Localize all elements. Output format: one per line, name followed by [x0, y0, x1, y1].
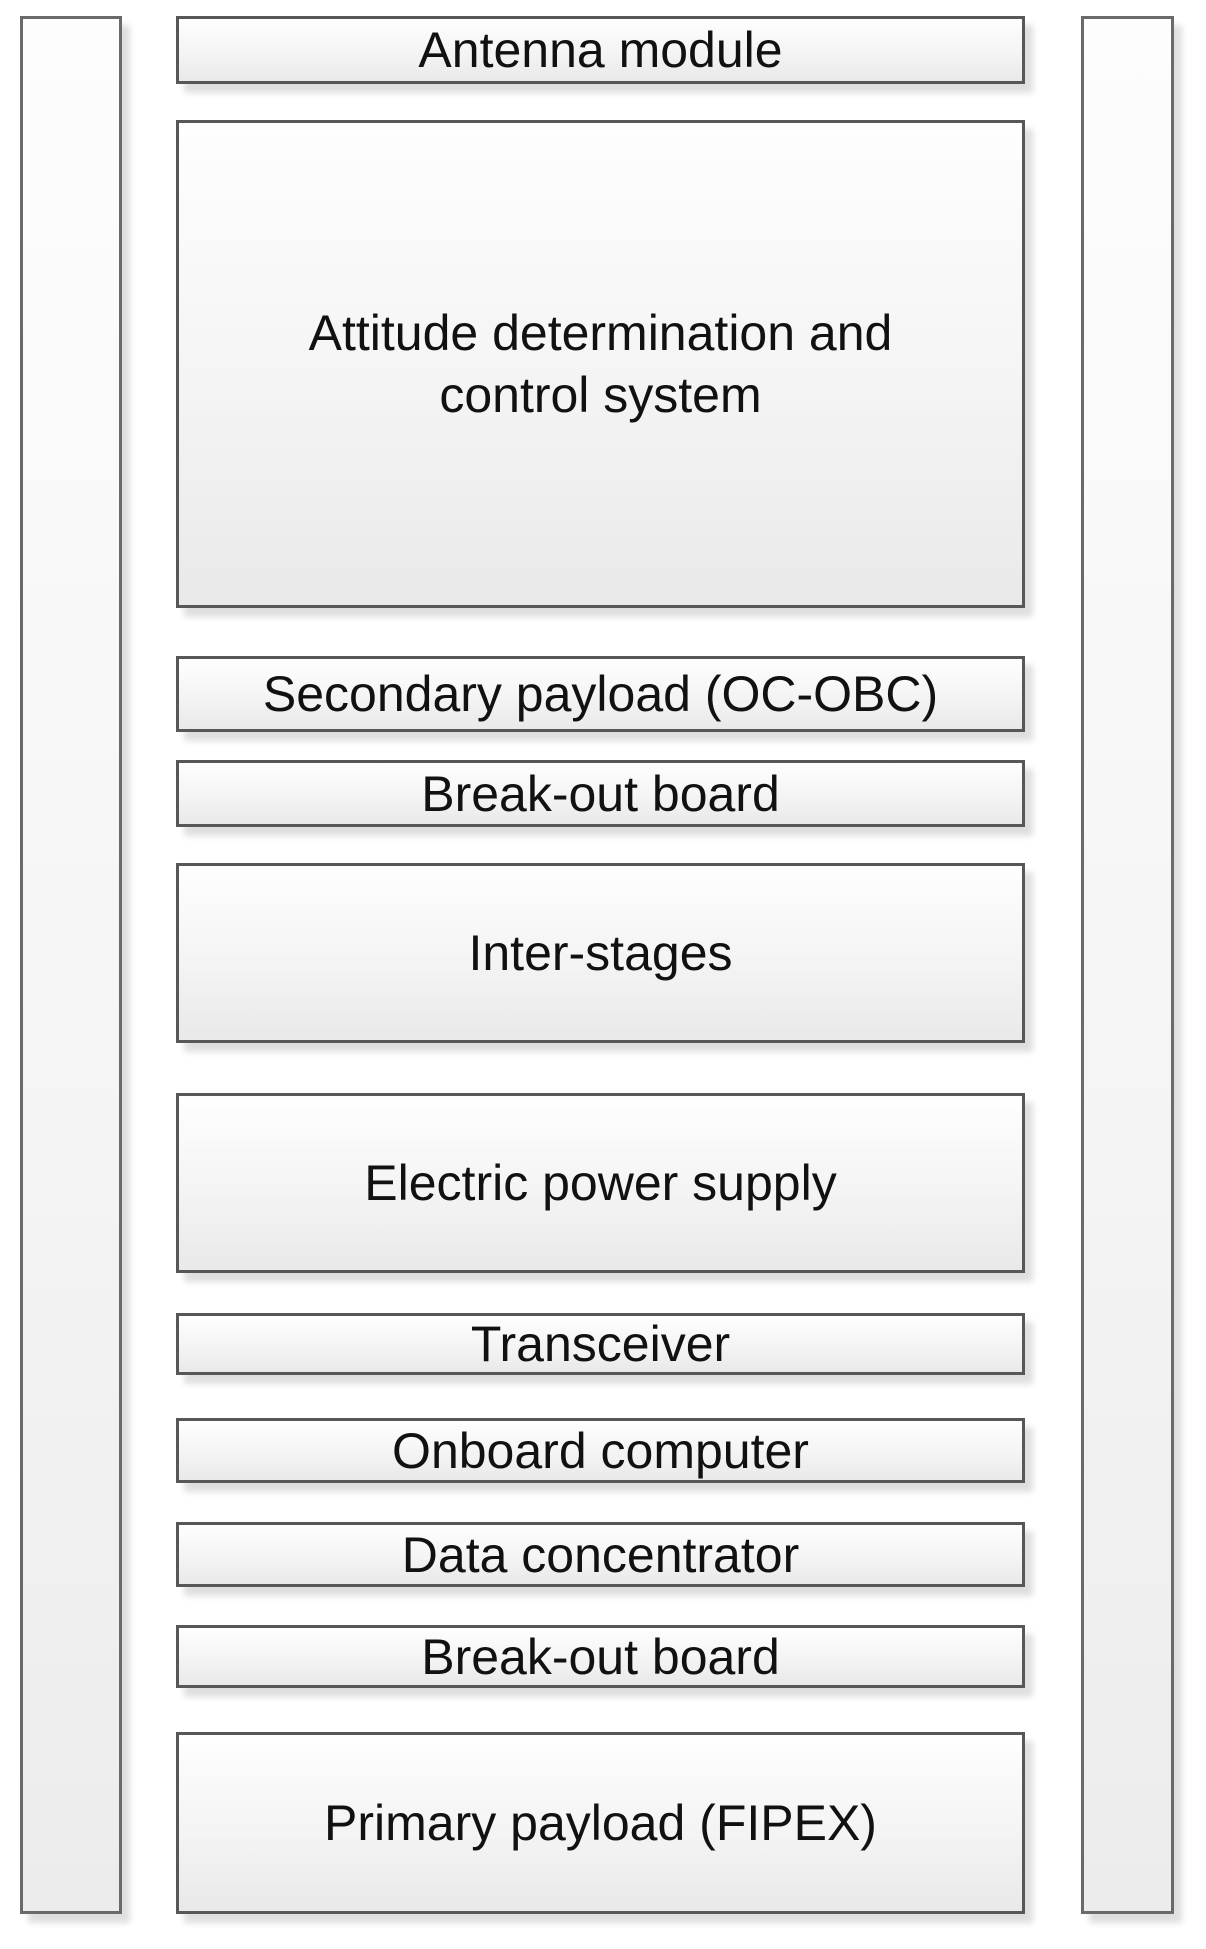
- stack-box-secondary-payload: Secondary payload (OC-OBC): [176, 656, 1025, 732]
- stack-box-break-out-board-upper: Break-out board: [176, 760, 1025, 827]
- stack-box-label: Data concentrator: [401, 1526, 800, 1583]
- stack-box-label: Transceiver: [470, 1316, 731, 1372]
- stack-box-label: Onboard computer: [392, 1422, 809, 1479]
- stack-box-antenna-module: Antenna module: [176, 16, 1025, 84]
- stack-box-label: Break-out board: [421, 765, 780, 822]
- stack-box-transceiver: Transceiver: [176, 1313, 1025, 1375]
- stack-box-inter-stages: Inter-stages: [176, 863, 1025, 1043]
- right-rail: [1081, 16, 1174, 1914]
- stack-box-label: Antenna module: [418, 22, 783, 78]
- stack-box-electric-power-supply: Electric power supply: [176, 1093, 1025, 1273]
- stack-box-data-concentrator: Data concentrator: [176, 1522, 1025, 1587]
- stack-box-label: Secondary payload (OC-OBC): [262, 666, 939, 722]
- stack-box-label: Break-out board: [421, 1628, 780, 1685]
- stack-box-break-out-board-lower: Break-out board: [176, 1625, 1025, 1688]
- stack-box-label: Attitude determination and: [308, 305, 893, 361]
- stack-box-label: Inter-stages: [468, 925, 733, 981]
- stack-box-primary-payload: Primary payload (FIPEX): [176, 1732, 1025, 1914]
- left-rail: [20, 16, 122, 1914]
- stack-box-attitude-determination-and-control-system: Attitude determination and control system: [176, 120, 1025, 608]
- stack-box-label: control system: [439, 367, 762, 423]
- stack-box-label: Electric power supply: [364, 1155, 837, 1211]
- stack-box-onboard-computer: Onboard computer: [176, 1418, 1025, 1483]
- stack-box-label: Primary payload (FIPEX): [324, 1795, 877, 1851]
